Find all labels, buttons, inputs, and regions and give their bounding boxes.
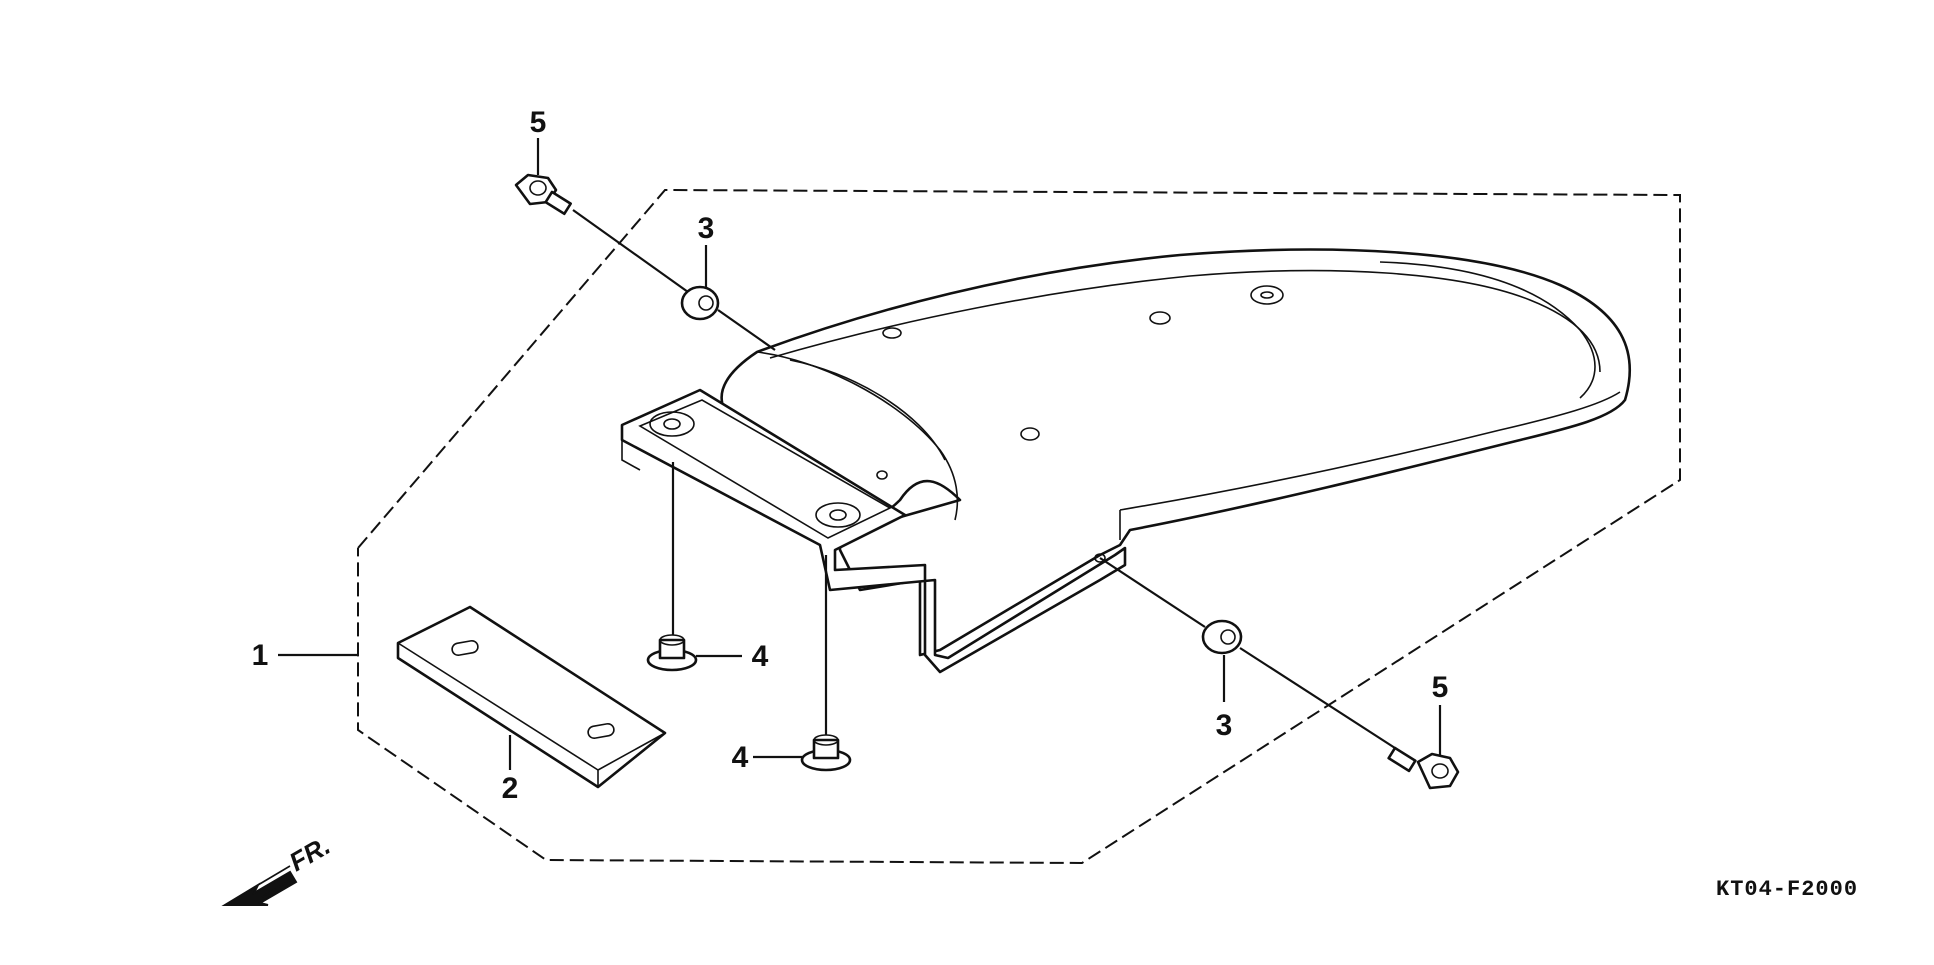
collar-top xyxy=(680,285,720,321)
callout-5-top: 5 xyxy=(530,106,547,139)
collar-bottom xyxy=(1201,619,1243,655)
leader-lines xyxy=(278,138,1442,770)
nut-left xyxy=(800,734,852,772)
assembly-lines xyxy=(572,209,1396,749)
callout-3-bottom: 3 xyxy=(1216,709,1233,742)
callout-4-right: 4 xyxy=(752,640,769,673)
bolt-bottom xyxy=(1387,746,1460,790)
callout-3-top: 3 xyxy=(698,212,715,245)
rubber-pad xyxy=(396,605,667,789)
assembly-boundary xyxy=(357,188,1681,865)
fender-bracket xyxy=(620,388,1127,674)
nut-right xyxy=(646,634,698,672)
rear-fender xyxy=(720,248,1632,657)
diagram-code: KT04-F2000 xyxy=(1716,877,1858,902)
bolt-top xyxy=(514,173,572,216)
front-arrow-icon xyxy=(221,865,298,906)
callout-4-left: 4 xyxy=(732,741,749,774)
callout-5-bottom: 5 xyxy=(1432,671,1449,704)
front-label: FR. xyxy=(284,830,335,877)
callout-1: 1 xyxy=(252,639,269,672)
callout-2: 2 xyxy=(502,772,519,805)
